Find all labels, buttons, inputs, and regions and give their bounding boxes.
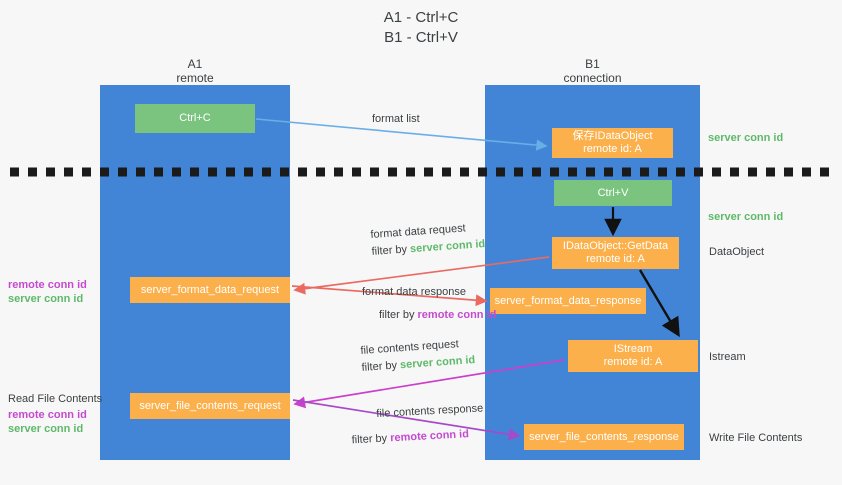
side-label-server-conn-id-2: server conn id [708,211,784,223]
node-server-format-data-request[interactable]: server_format_data_request [130,277,290,303]
edge-filter-target-remote-conn-id: remote conn id [417,309,497,321]
side-label-dataobject: DataObject [709,246,765,258]
edge-filter-prefix: filter by [371,243,411,258]
arrow-file-contents-response [292,399,521,441]
left-annotation-file-block: Read File Contents remote conn id server… [8,392,118,436]
arrow-format-data-request [293,256,550,295]
node-server-format-data-response[interactable]: server_format_data_response [490,288,646,314]
left-label-server-conn-id-1: server conn id [8,293,84,305]
node-getdata-sub: remote id: A [586,253,645,265]
node-idataobject-getdata[interactable]: IDataObject::GetData remote id: A [552,237,679,269]
edge-filter-prefix: filter by [361,359,401,374]
left-label-remote-conn-id-1: remote conn id [8,279,87,291]
side-label-istream: Istream [709,351,746,363]
lane-header-b1: B1 connection [563,57,622,85]
left-annotation-format-block: remote conn id server conn id [8,278,96,306]
node-ctrl-c-label: Ctrl+C [179,112,211,124]
node-idataobject[interactable]: 保存IDataObject remote id: A [552,128,673,158]
node-idataobject-sub: remote id: A [583,143,642,155]
edge-filter-prefix: filter by [379,309,418,321]
arrow-format-list [255,118,548,151]
node-server-format-data-request-label: server_format_data_request [140,283,280,296]
node-istream-sub: remote id: A [603,356,663,368]
left-label-remote-conn-id-2: remote conn id [8,409,87,421]
edge-label-format-data-response: format data response filter by remote co… [362,285,496,322]
arrow-format-data-response [291,285,488,307]
node-getdata-label: IDataObject::GetData [562,240,669,252]
node-istream-label: IStream [613,343,653,355]
edge-label-file-contents-response: file contents response filter by remote … [351,401,485,446]
edge-label-format-data-response-text: format data response [362,286,466,298]
node-server-format-data-response-label: server_format_data_response [494,294,642,307]
side-label-write-file-contents: Write File Contents [709,432,803,444]
node-idataobject-label: 保存IDataObject [572,130,653,142]
side-label-server-conn-id-1: server conn id [708,132,784,144]
node-ctrl-c[interactable]: Ctrl+C [135,104,255,133]
node-ctrl-v[interactable]: Ctrl+V [554,180,672,206]
node-ctrl-v-label: Ctrl+V [597,186,629,199]
node-istream[interactable]: IStream remote id: A [568,340,698,372]
page-title: A1 - Ctrl+C B1 - Ctrl+V [383,9,459,46]
edge-filter-prefix: filter by [351,432,391,447]
arrow-file-contents-request [293,359,565,409]
arrow-getdata-istream [638,269,680,338]
lane-header-a1: A1 remote [176,57,214,85]
node-server-file-contents-response-label: server_file_contents_response [529,430,679,443]
left-label-server-conn-id-2: server conn id [8,423,84,435]
node-server-file-contents-response[interactable]: server_file_contents_response [524,424,684,450]
left-label-read-file-contents: Read File Contents [8,393,103,405]
node-server-file-contents-request[interactable]: server_file_contents_request [130,393,290,419]
node-server-file-contents-request-label: server_file_contents_request [139,399,281,412]
edge-label-format-list: format list [372,113,420,125]
